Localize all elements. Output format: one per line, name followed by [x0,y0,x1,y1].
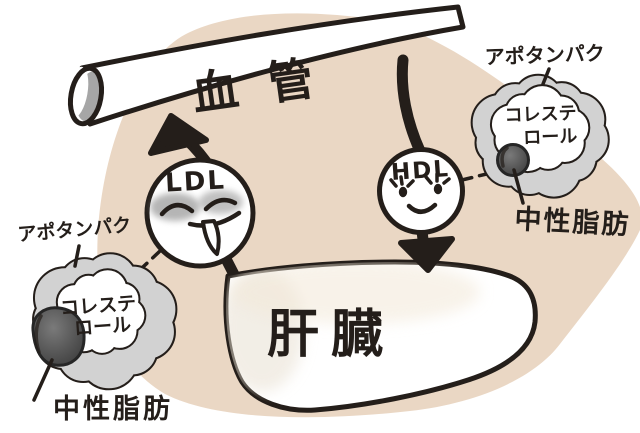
ldl-fang [201,219,221,256]
liver: 肝臓 [223,259,538,413]
liver-label: 肝臓 [267,305,395,365]
triglyceride-highlight [500,146,509,168]
apoprotein-pointer-line [541,67,551,86]
hdl-label: HDL [390,156,451,186]
apoprotein-label: アポタンパク [484,41,605,69]
triglyceride-pointer-line [32,358,54,402]
ldl-character: LDL [144,157,256,269]
apoprotein-pointer-line [73,244,81,268]
triglyceride-pointer-line [512,168,525,205]
triglyceride-highlight [34,314,43,354]
right-lipoprotein-particle: コレステ ロール アポタンパク 中性脂肪 [470,41,631,241]
vessel-opening [66,65,105,127]
cholesterol-label-line1: コレステ [59,292,136,319]
vessel-tube [79,4,466,127]
vessel-to-hdl-connector [396,54,426,157]
ldl-face [150,190,243,256]
cholesterol-label-line1: コレステ [504,103,577,126]
triglyceride-label: 中性脂肪 [514,204,631,241]
cholesterol-label: コレステ ロール [59,292,136,340]
cholesterol-cloud-inner [55,268,147,355]
cholesterol-label-line2: ロール [73,314,131,340]
hdl-face [389,172,451,214]
hdl-body [377,147,465,235]
ldl-body [144,157,256,269]
liver-shading [225,262,480,392]
ldl-label: LDL [164,165,226,198]
hdl-character: HDL [377,147,465,235]
cholesterol-label-line2: ロール [523,126,578,149]
blood-vessel: 血管 [66,4,466,127]
triglyceride-label: 中性脂肪 [53,394,173,425]
cholesterol-label: コレステ ロール [504,103,577,149]
triglyceride-blob [31,306,86,367]
left-lipoprotein-particle: コレステ ロール アポタンパク 中性脂肪 [17,213,178,425]
